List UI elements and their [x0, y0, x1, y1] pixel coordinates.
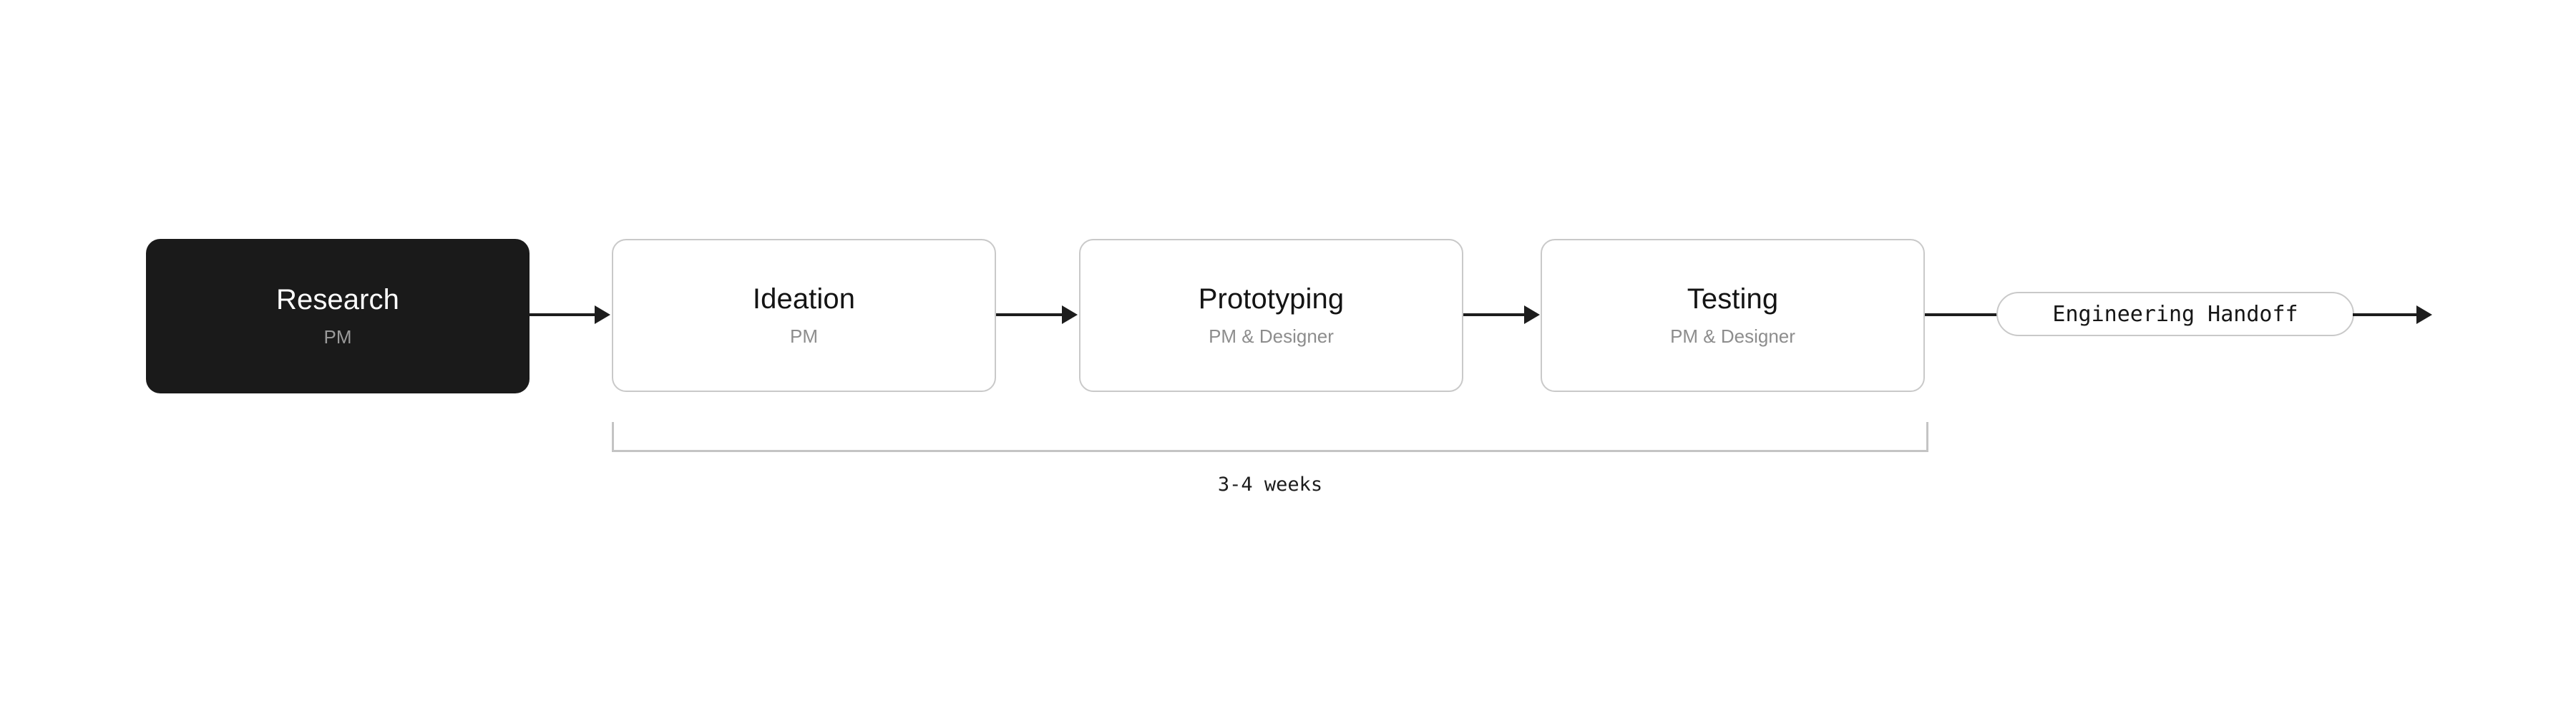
- duration-bracket: [612, 422, 1928, 452]
- process-step-ideation[interactable]: Ideation PM: [612, 239, 996, 392]
- arrowhead-icon: [1062, 305, 1078, 324]
- connector-ideation-to-prototyping: [996, 313, 1062, 316]
- step-owner: PM & Designer: [1209, 325, 1334, 348]
- step-title: Research: [276, 284, 399, 316]
- step-title: Ideation: [752, 283, 856, 315]
- step-title: Testing: [1687, 283, 1779, 315]
- handoff-label: Engineering Handoff: [2052, 301, 2298, 327]
- step-owner: PM & Designer: [1670, 325, 1795, 348]
- process-step-testing[interactable]: Testing PM & Designer: [1541, 239, 1925, 392]
- process-step-research[interactable]: Research PM: [146, 239, 530, 393]
- step-owner: PM: [323, 326, 352, 348]
- step-title: Prototyping: [1198, 283, 1345, 315]
- duration-label: 3-4 weeks: [1217, 474, 1323, 496]
- arrowhead-icon: [595, 305, 610, 324]
- connector-testing-to-handoff: [1925, 313, 1999, 316]
- arrowhead-icon: [1524, 305, 1540, 324]
- connector-handoff-outbound: [2353, 313, 2417, 316]
- step-owner: PM: [790, 325, 818, 348]
- arrowhead-icon: [2416, 305, 2432, 324]
- engineering-handoff-pill[interactable]: Engineering Handoff: [1996, 292, 2354, 336]
- connector-prototyping-to-testing: [1463, 313, 1525, 316]
- process-step-prototyping[interactable]: Prototyping PM & Designer: [1079, 239, 1463, 392]
- connector-research-to-ideation: [530, 313, 595, 316]
